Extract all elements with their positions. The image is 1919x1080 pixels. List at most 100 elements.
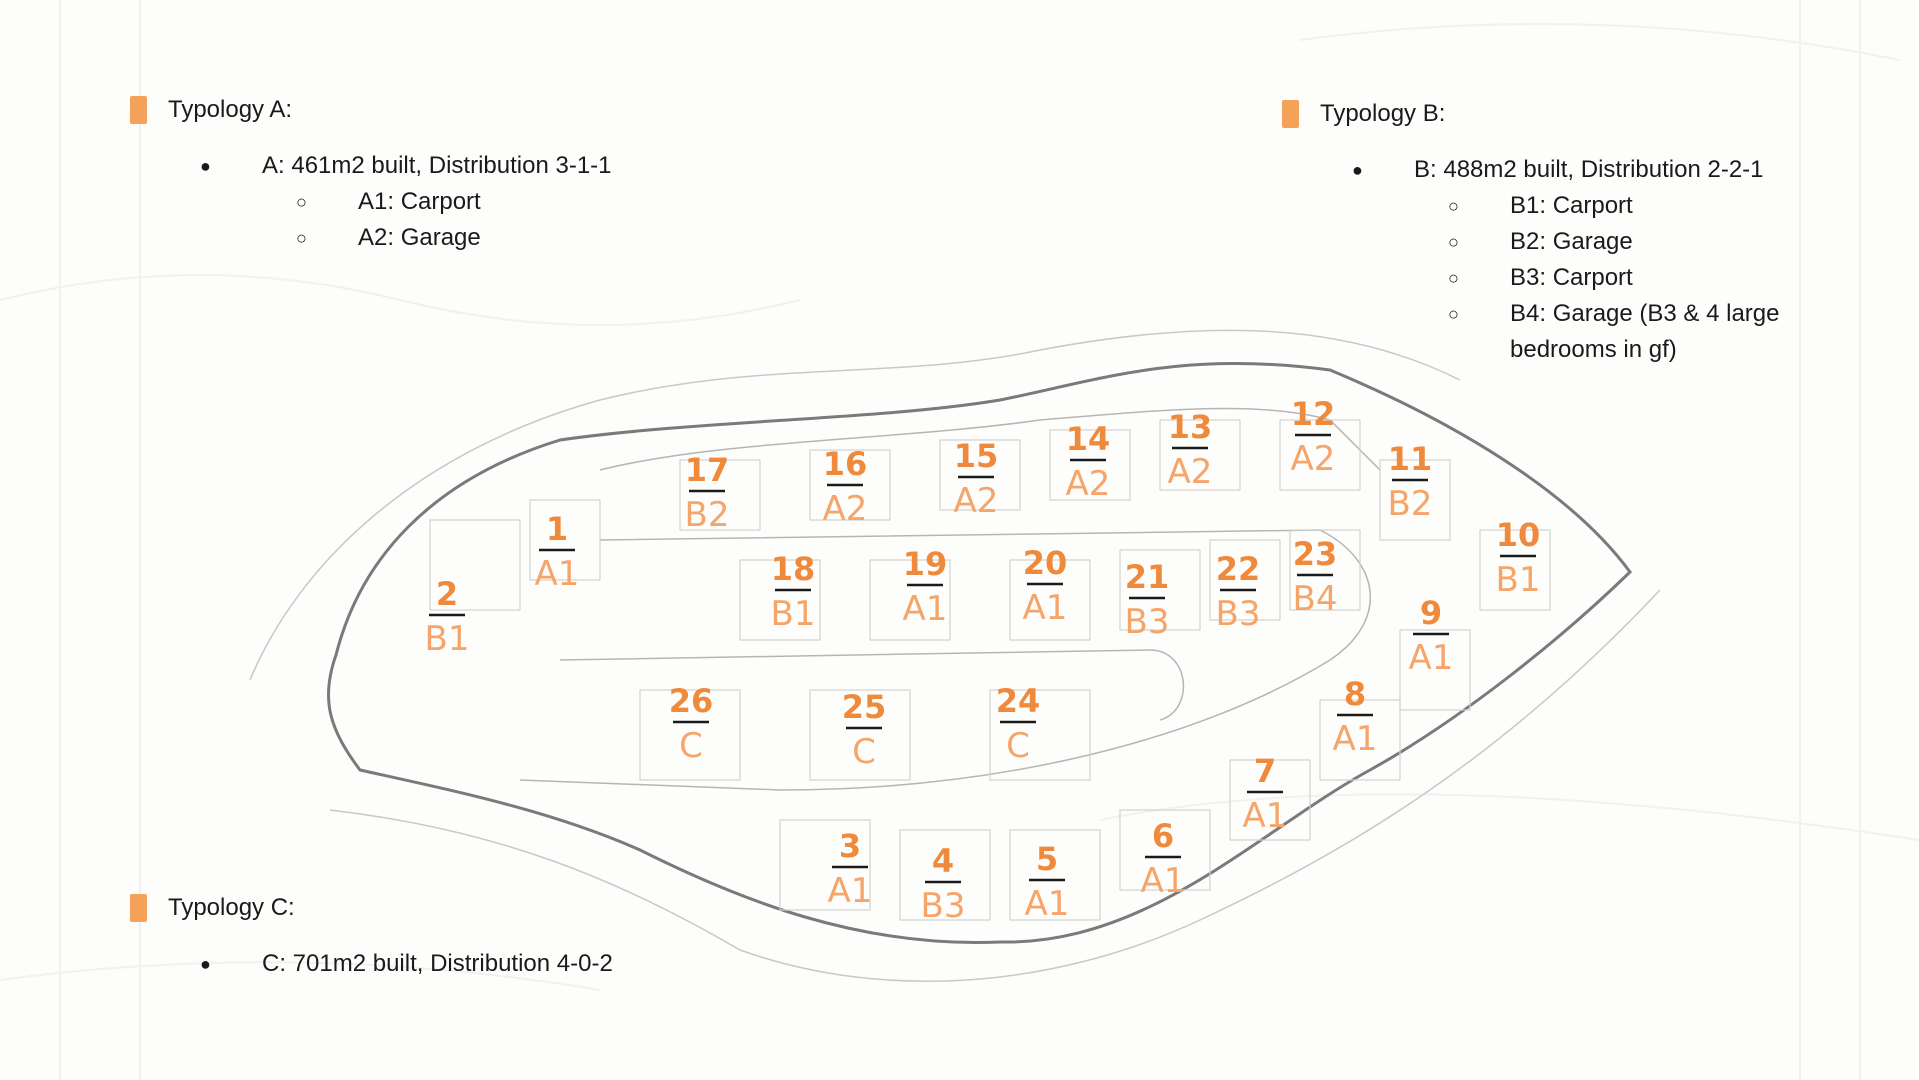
plot-typology: A2	[1168, 452, 1213, 492]
plot-label-7: 7A1	[1243, 752, 1288, 836]
plot-label-25: 25C	[842, 688, 887, 772]
typology-a-variant: A2: Garage	[130, 220, 612, 256]
typology-c-list: C: 701m2 built, Distribution 4-0-2	[130, 946, 613, 982]
plot-typology: B1	[425, 619, 470, 659]
plot-number: 1	[546, 510, 568, 548]
site-boundary	[249, 329, 1661, 982]
typology-b-variant: B3: Carport	[1282, 260, 1830, 296]
typology-a-legend: Typology A: A: 461m2 built, Distribution…	[130, 92, 612, 256]
plot-label-4: 4B3	[921, 842, 966, 926]
typology-c-legend: Typology C: C: 701m2 built, Distribution…	[130, 890, 613, 982]
typology-b-list: B: 488m2 built, Distribution 2-2-1 B1: C…	[1282, 152, 1830, 368]
typology-b-variant: B2: Garage	[1282, 224, 1830, 260]
plot-typology: A1	[535, 554, 580, 594]
plot-typology: A1	[1409, 638, 1454, 678]
plot-typology: A1	[903, 589, 948, 629]
plot-number: 4	[932, 842, 954, 880]
plot-label-8: 8A1	[1333, 675, 1378, 759]
typology-c-title: Typology C:	[168, 894, 295, 921]
plot-number: 16	[823, 445, 868, 483]
plot-number: 7	[1254, 752, 1276, 790]
plot-outlines	[429, 419, 1551, 921]
plot-label-3: 3A1	[828, 827, 873, 911]
plot-number: 22	[1216, 550, 1261, 588]
plot-typology: B3	[921, 886, 966, 926]
typology-a-list: A: 461m2 built, Distribution 3-1-1 A1: C…	[130, 148, 612, 256]
plot-typology: B2	[685, 495, 730, 535]
plot-label-5: 5A1	[1025, 840, 1070, 924]
plot-typology: A2	[954, 481, 999, 521]
typology-a-variant: A1: Carport	[130, 184, 612, 220]
typology-b-title: Typology B:	[1320, 100, 1446, 127]
plot-typology: A2	[1066, 464, 1111, 504]
plot-number: 26	[669, 682, 714, 720]
typology-b-legend: Typology B: B: 488m2 built, Distribution…	[1282, 96, 1830, 368]
plot-number: 6	[1152, 817, 1174, 855]
plot-typology: A1	[1333, 719, 1378, 759]
plot-typology: C	[852, 732, 876, 772]
plot-typology: A1	[1023, 588, 1068, 628]
plot-typology: B3	[1125, 602, 1170, 642]
plot-labels: 1A12B13A14B35A16A17A18A19A110B111B212A21…	[425, 395, 1541, 926]
typology-b-summary: B: 488m2 built, Distribution 2-2-1	[1282, 152, 1830, 188]
typology-a-swatch	[130, 96, 147, 124]
plot-number: 15	[954, 437, 999, 475]
plot-number: 10	[1496, 516, 1541, 554]
plot-number: 24	[996, 682, 1041, 720]
plot-label-6: 6A1	[1141, 817, 1186, 901]
plot-number: 2	[436, 575, 458, 613]
plot-number: 5	[1036, 840, 1058, 878]
plot-typology: A1	[1243, 796, 1288, 836]
plot-number: 18	[771, 550, 816, 588]
plot-typology: B1	[1496, 560, 1541, 600]
plot-typology: A1	[1025, 884, 1070, 924]
plot-number: 21	[1125, 558, 1170, 596]
typology-b-swatch	[1282, 100, 1299, 128]
plot-number: 11	[1388, 440, 1433, 478]
plot-number: 8	[1344, 675, 1366, 713]
plot-number: 14	[1066, 420, 1111, 458]
typology-c-swatch	[130, 894, 147, 922]
plot-number: 3	[839, 827, 861, 865]
plot-label-26: 26C	[669, 682, 714, 766]
plot-typology: B4	[1293, 579, 1338, 619]
plot-number: 19	[903, 545, 948, 583]
plot-typology: A1	[828, 871, 873, 911]
plot-typology: B1	[771, 594, 816, 634]
plot-typology: C	[1006, 726, 1030, 766]
plot-number: 9	[1420, 594, 1442, 632]
plot-number: 20	[1023, 544, 1068, 582]
typology-c-summary: C: 701m2 built, Distribution 4-0-2	[130, 946, 613, 982]
plot-label-24: 24C	[996, 682, 1041, 766]
plot-typology: A2	[1291, 439, 1336, 479]
plot-typology: B3	[1216, 594, 1261, 634]
plot-typology: C	[679, 726, 703, 766]
plot-number: 23	[1293, 535, 1338, 573]
typology-a-summary: A: 461m2 built, Distribution 3-1-1	[130, 148, 612, 184]
typology-b-variant: B4: Garage (B3 & 4 large bedrooms in gf)	[1282, 296, 1830, 368]
plot-label-2: 2B1	[425, 575, 470, 659]
plot-number: 17	[685, 451, 730, 489]
plot-number: 12	[1291, 395, 1336, 433]
typology-a-title: Typology A:	[168, 96, 293, 123]
plot-label-1: 1A1	[535, 510, 580, 594]
plot-typology: A2	[823, 489, 868, 529]
plot-label-9: 9A1	[1409, 594, 1454, 678]
plot-number: 13	[1168, 408, 1213, 446]
plot-number: 25	[842, 688, 887, 726]
plot-typology: B2	[1388, 484, 1433, 524]
